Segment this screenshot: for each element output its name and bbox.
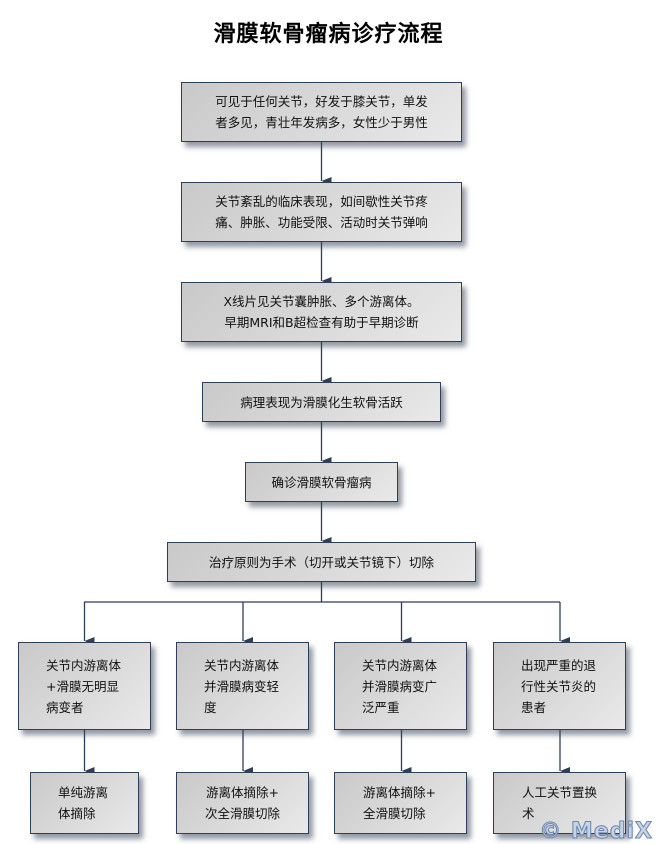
watermark-logo: © MediX [539, 819, 653, 844]
treatment-box-2: 游离体摘除+ 次全滑膜切除 [176, 772, 309, 834]
treatment-box-3: 游离体摘除+ 全滑膜切除 [334, 772, 467, 834]
step-box-2: 关节紊乱的临床表现，如间歇性关节疼痛、肿胀、功能受限、活动时关节弹响 [181, 182, 462, 242]
condition-3-line-1: 关节内游离体 [362, 657, 438, 673]
step-1-line-1: 可见于任何关节，好发于膝关节，单发 [215, 94, 428, 109]
page-title: 滑膜软骨瘤病诊疗流程 [213, 22, 444, 47]
condition-4-line-1: 出现严重的退 [521, 657, 597, 673]
step-2-line-1: 关节紊乱的临床表现，如间歇性关节疼 [215, 194, 428, 209]
condition-1-line-2: +滑膜无明显 [46, 678, 119, 694]
condition-3-line-3: 泛严重 [362, 699, 400, 715]
condition-1-line-1: 关节内游离体 [46, 657, 122, 673]
step-4-line-1: 病理表现为滑膜化生软骨活跃 [240, 394, 403, 410]
condition-box-3: 关节内游离体并滑膜病变广泛严重 [334, 642, 467, 730]
step-1-line-2: 者多见，青壮年发病多，女性少于男性 [215, 115, 428, 130]
treatment-1-line-1: 单纯游离 [58, 785, 109, 800]
step-6-line-1: 治疗原则为手术（切开或关节镜下）切除 [208, 554, 434, 570]
condition-box-1: 关节内游离体 +滑膜无明显病变者 [18, 642, 151, 730]
treatment-1-line-2: 体摘除 [58, 806, 96, 821]
step-box-6-treatment-principle: 治疗原则为手术（切开或关节镜下）切除 [167, 542, 476, 582]
step-box-5-diagnosis: 确诊滑膜软骨瘤病 [245, 462, 398, 502]
condition-2-line-3: 度 [204, 699, 217, 715]
step-3-line-2: 早期MRI和B超检查有助于早期诊断 [224, 315, 419, 330]
condition-box-4: 出现严重的退行性关节炎的患者 [493, 642, 626, 730]
condition-box-2: 关节内游离体并滑膜病变轻度 [176, 642, 309, 730]
step-2-line-2: 痛、肿胀、功能受限、活动时关节弹响 [215, 215, 428, 230]
step-box-1: 可见于任何关节，好发于膝关节，单发者多见，青壮年发病多，女性少于男性 [181, 82, 462, 142]
treatment-2-line-2: 次全滑膜切除 [204, 806, 280, 821]
condition-3-line-2: 并滑膜病变广 [362, 678, 438, 694]
step-5-line-1: 确诊滑膜软骨瘤病 [271, 474, 372, 490]
condition-2-line-2: 并滑膜病变轻 [204, 678, 280, 694]
condition-4-line-3: 患者 [521, 699, 547, 715]
treatment-box-4: 人工关节置换术 [493, 772, 626, 834]
step-box-4: 病理表现为滑膜化生软骨活跃 [202, 382, 441, 422]
step-3-line-1: X线片见关节囊肿胀、多个游离体。 [223, 294, 420, 309]
treatment-2-line-1: 游离体摘除+ [206, 785, 279, 800]
condition-1-line-3: 病变者 [46, 699, 84, 715]
treatment-3-line-2: 全滑膜切除 [363, 806, 426, 821]
treatment-box-1: 单纯游离体摘除 [30, 772, 139, 834]
treatment-3-line-1: 游离体摘除+ [363, 785, 436, 800]
step-box-3: X线片见关节囊肿胀、多个游离体。早期MRI和B超检查有助于早期诊断 [181, 282, 462, 342]
treatment-4-line-1: 人工关节置换 [522, 785, 598, 800]
treatment-4-line-2: 术 [522, 806, 535, 821]
condition-2-line-1: 关节内游离体 [204, 657, 280, 673]
condition-4-line-2: 行性关节炎的 [521, 678, 597, 694]
